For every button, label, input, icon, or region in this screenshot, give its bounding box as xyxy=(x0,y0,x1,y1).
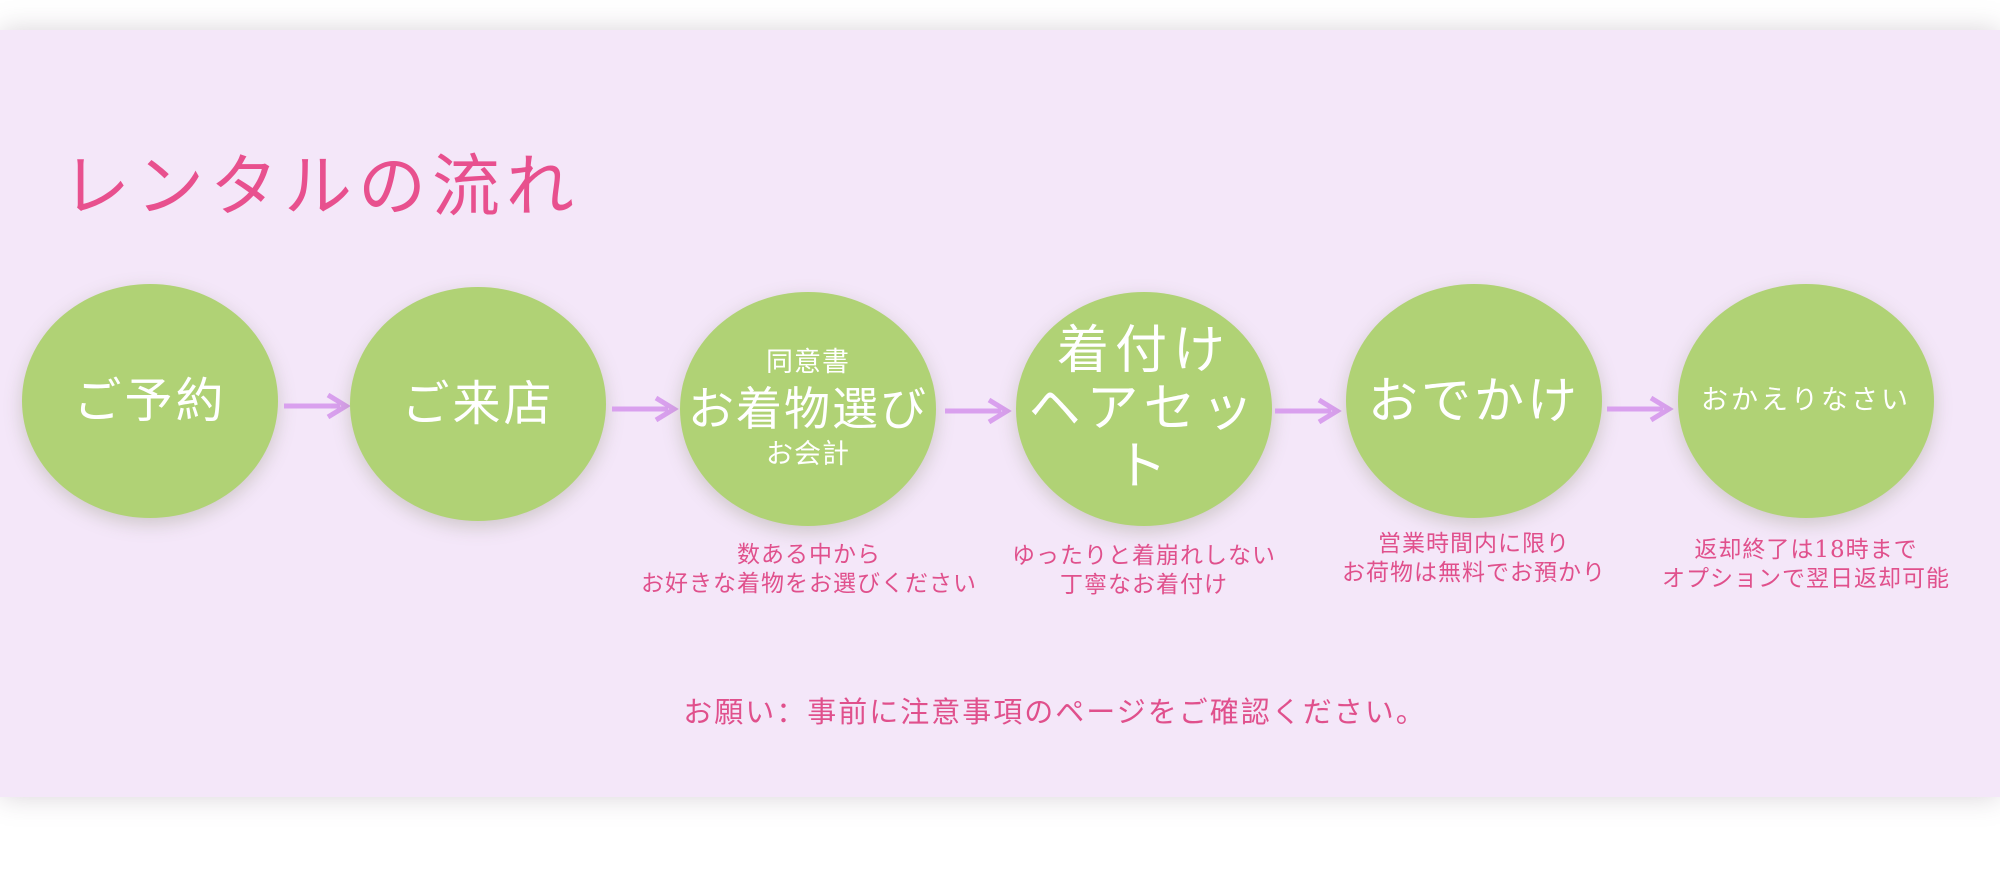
step-outing: おでかけ xyxy=(1346,284,1602,518)
step-kimono-bottom-label: お会計 xyxy=(766,439,850,470)
step-outing-label: おでかけ xyxy=(1368,372,1580,430)
notice-text: お願い：事前に注意事項のページをご確認ください。 xyxy=(683,695,1427,729)
step-dressing: 着付け ヘアセット xyxy=(1016,292,1272,526)
step-return: おかえりなさい xyxy=(1678,284,1934,518)
step-kimono-label: お着物選び xyxy=(688,382,928,436)
step-visit-label: ご来店 xyxy=(401,376,555,432)
step-dressing-label: 着付け ヘアセット xyxy=(1028,321,1260,497)
step-reservation: ご予約 xyxy=(22,284,278,518)
arrow-right-icon xyxy=(612,395,679,423)
section-title: レンタルの流れ xyxy=(62,148,581,227)
step-kimono-description: 数ある中から お好きな着物をお選びください xyxy=(641,542,977,597)
step-dressing-description: ゆったりと着崩れしない 丁寧なお着付け xyxy=(1012,543,1276,598)
arrow-right-icon xyxy=(284,392,351,420)
step-return-description: 返却終了は18時まで オプションで翌日返却可能 xyxy=(1662,537,1950,592)
arrow-right-icon xyxy=(1607,395,1674,423)
step-visit: ご来店 xyxy=(350,287,606,521)
arrow-right-icon xyxy=(945,397,1012,425)
step-reservation-label: ご予約 xyxy=(73,373,227,429)
step-kimono-top-label: 同意書 xyxy=(766,347,850,378)
arrow-right-icon xyxy=(1275,397,1342,425)
step-kimono-selection: 同意書 お着物選び お会計 xyxy=(680,292,936,526)
step-outing-description: 営業時間内に限り お荷物は無料でお預かり xyxy=(1342,531,1606,586)
step-return-label: おかえりなさい xyxy=(1701,385,1911,416)
